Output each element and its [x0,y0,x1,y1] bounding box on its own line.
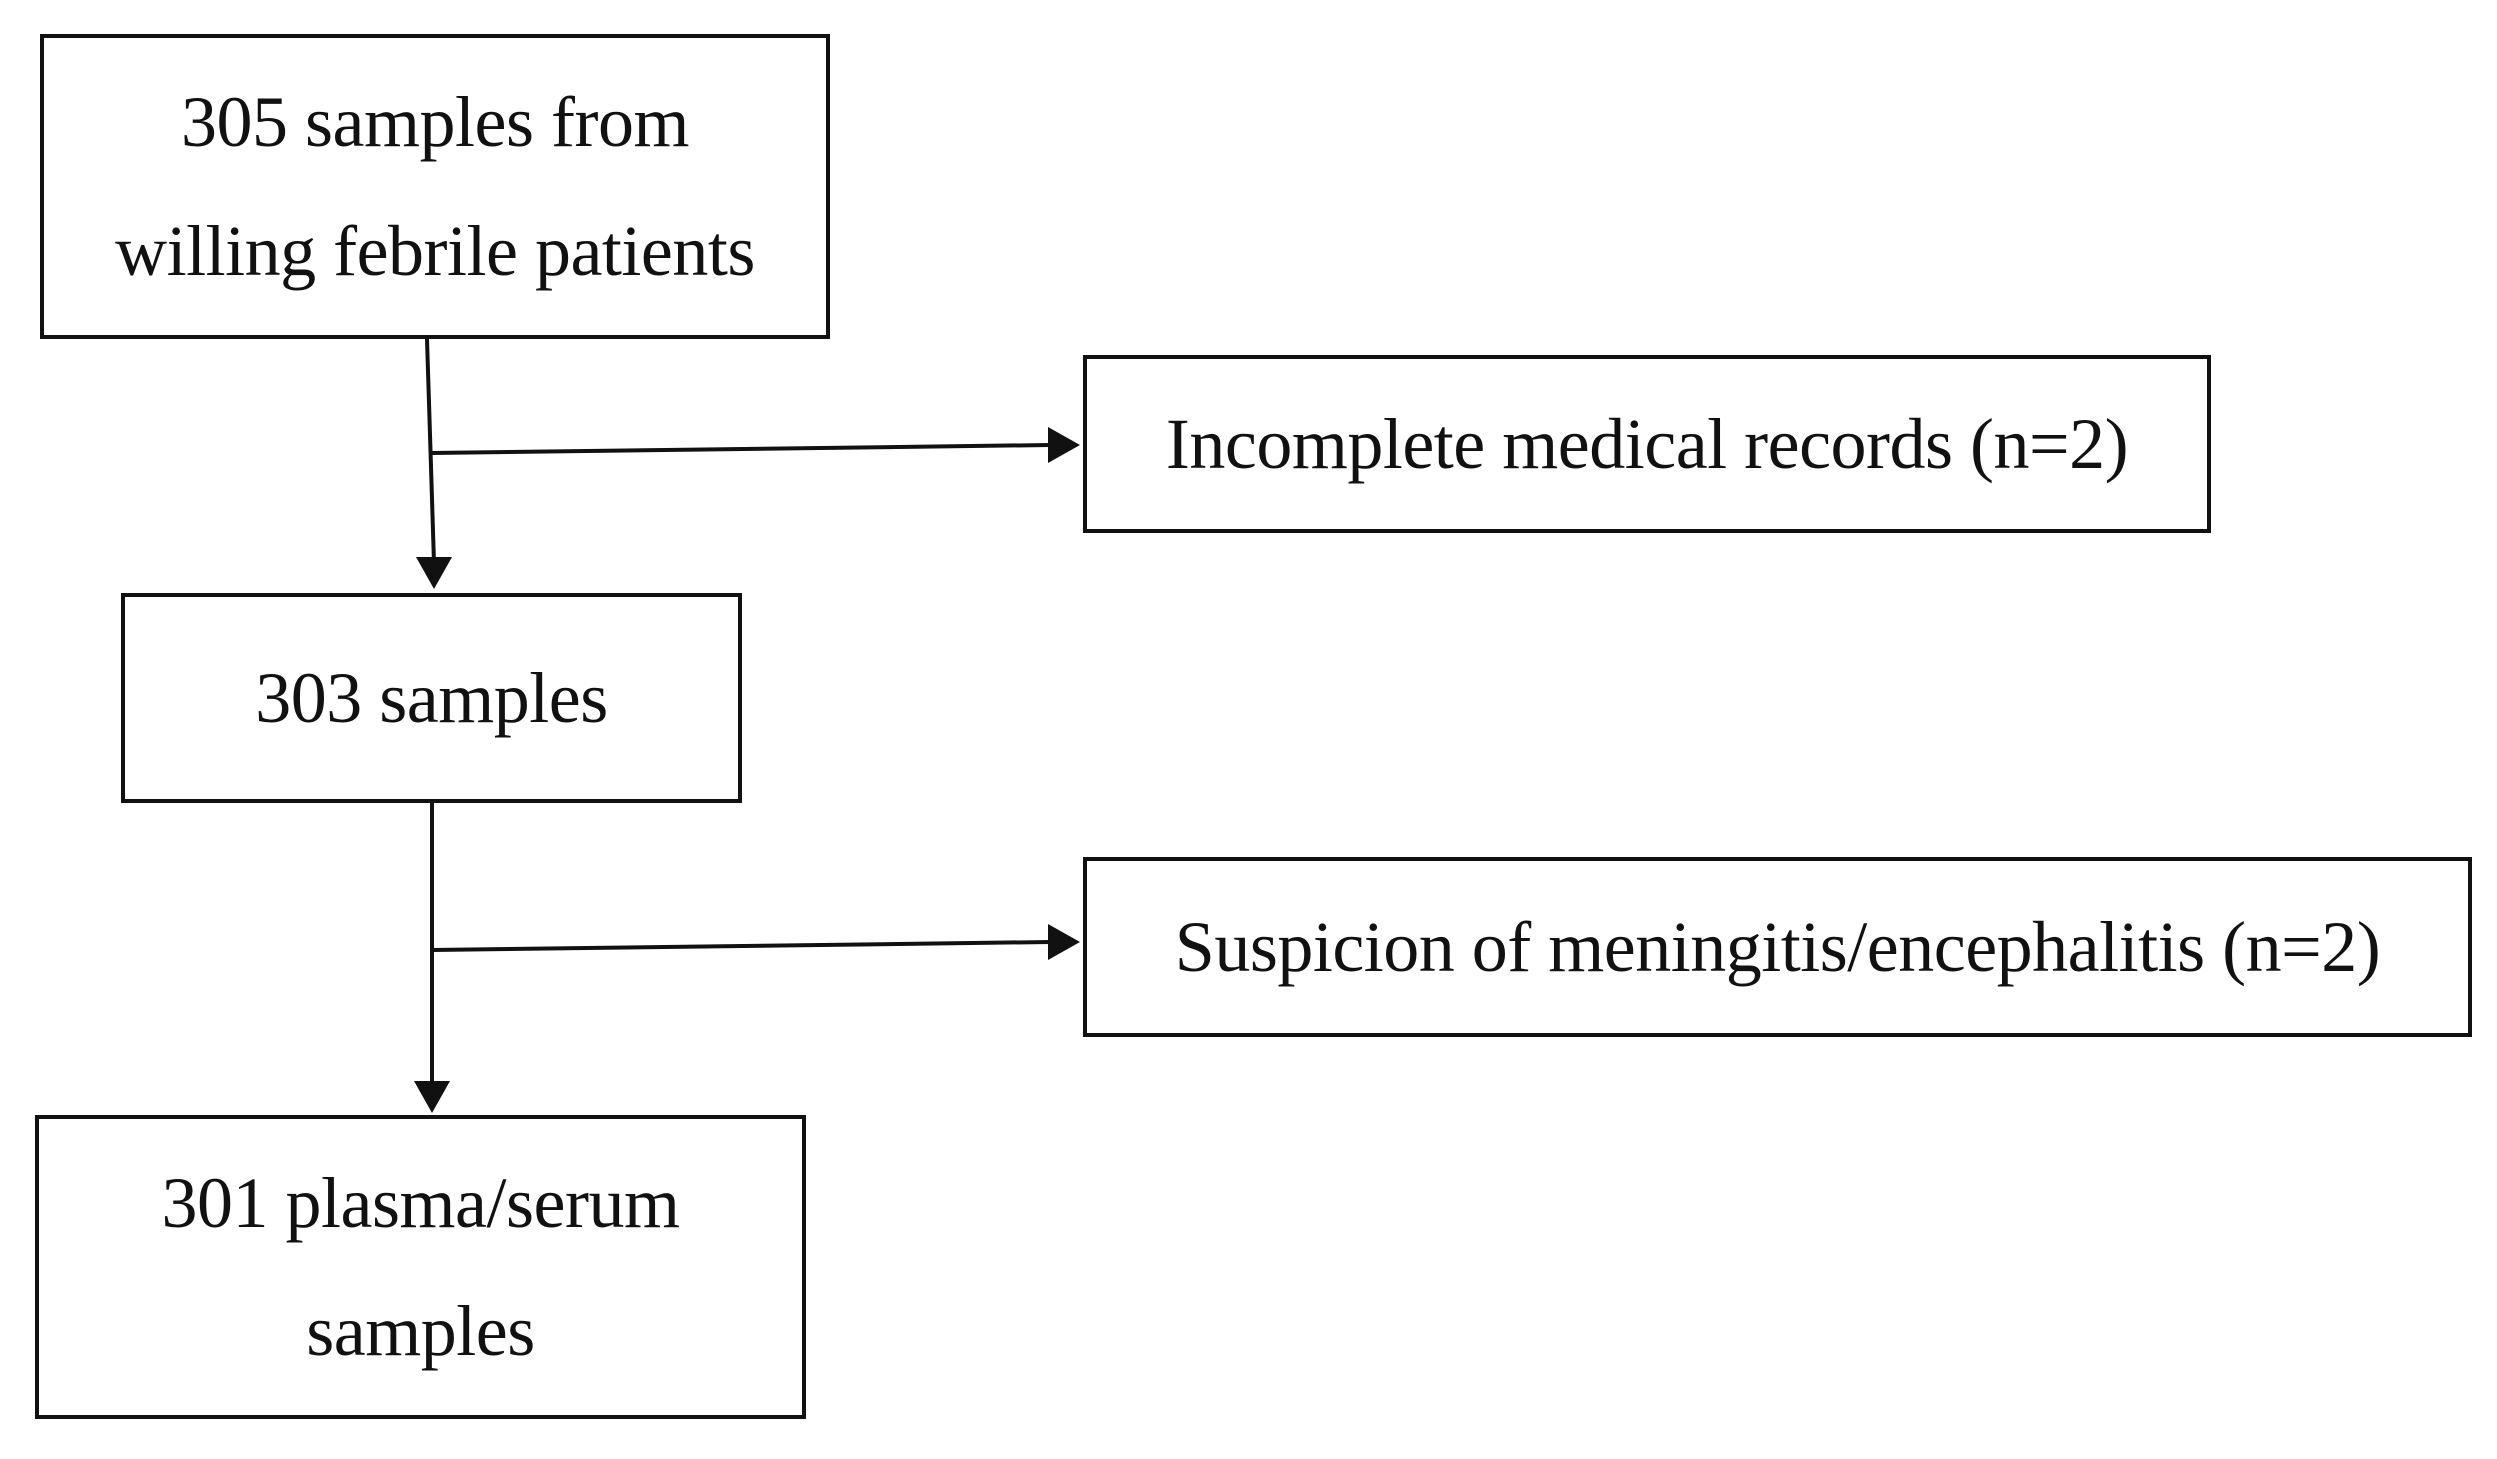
exclusion-box-2-text: Suspicion of meningitis/encephalitis (n=… [1174,906,2381,987]
arrow-303-to-301-head [414,1081,450,1113]
arrow-start-to-303-line [425,338,436,564]
final-box-line-1: 301 plasma/serum [161,1162,680,1243]
arrow-to-exclusion-1-head [1048,427,1080,463]
start-box: 305 samples from willing febrile patient… [40,34,830,339]
arrow-to-exclusion-1-line [430,443,1051,455]
step-box-303: 303 samples [121,593,742,803]
final-box-line-2: samples [306,1291,535,1371]
exclusion-box-2: Suspicion of meningitis/encephalitis (n=… [1083,857,2472,1037]
arrow-to-exclusion-2-line [431,940,1051,952]
start-box-line-2: willing febrile patients [115,210,755,291]
step-box-303-text: 303 samples [255,657,608,738]
arrow-start-to-303-head [416,557,452,589]
arrow-to-exclusion-2-head [1048,924,1080,960]
start-box-line-1: 305 samples from [181,82,689,163]
exclusion-box-1-text: Incomplete medical records (n=2) [1165,403,2129,484]
exclusion-box-1: Incomplete medical records (n=2) [1083,355,2211,533]
final-box: 301 plasma/serum samples [35,1115,806,1419]
